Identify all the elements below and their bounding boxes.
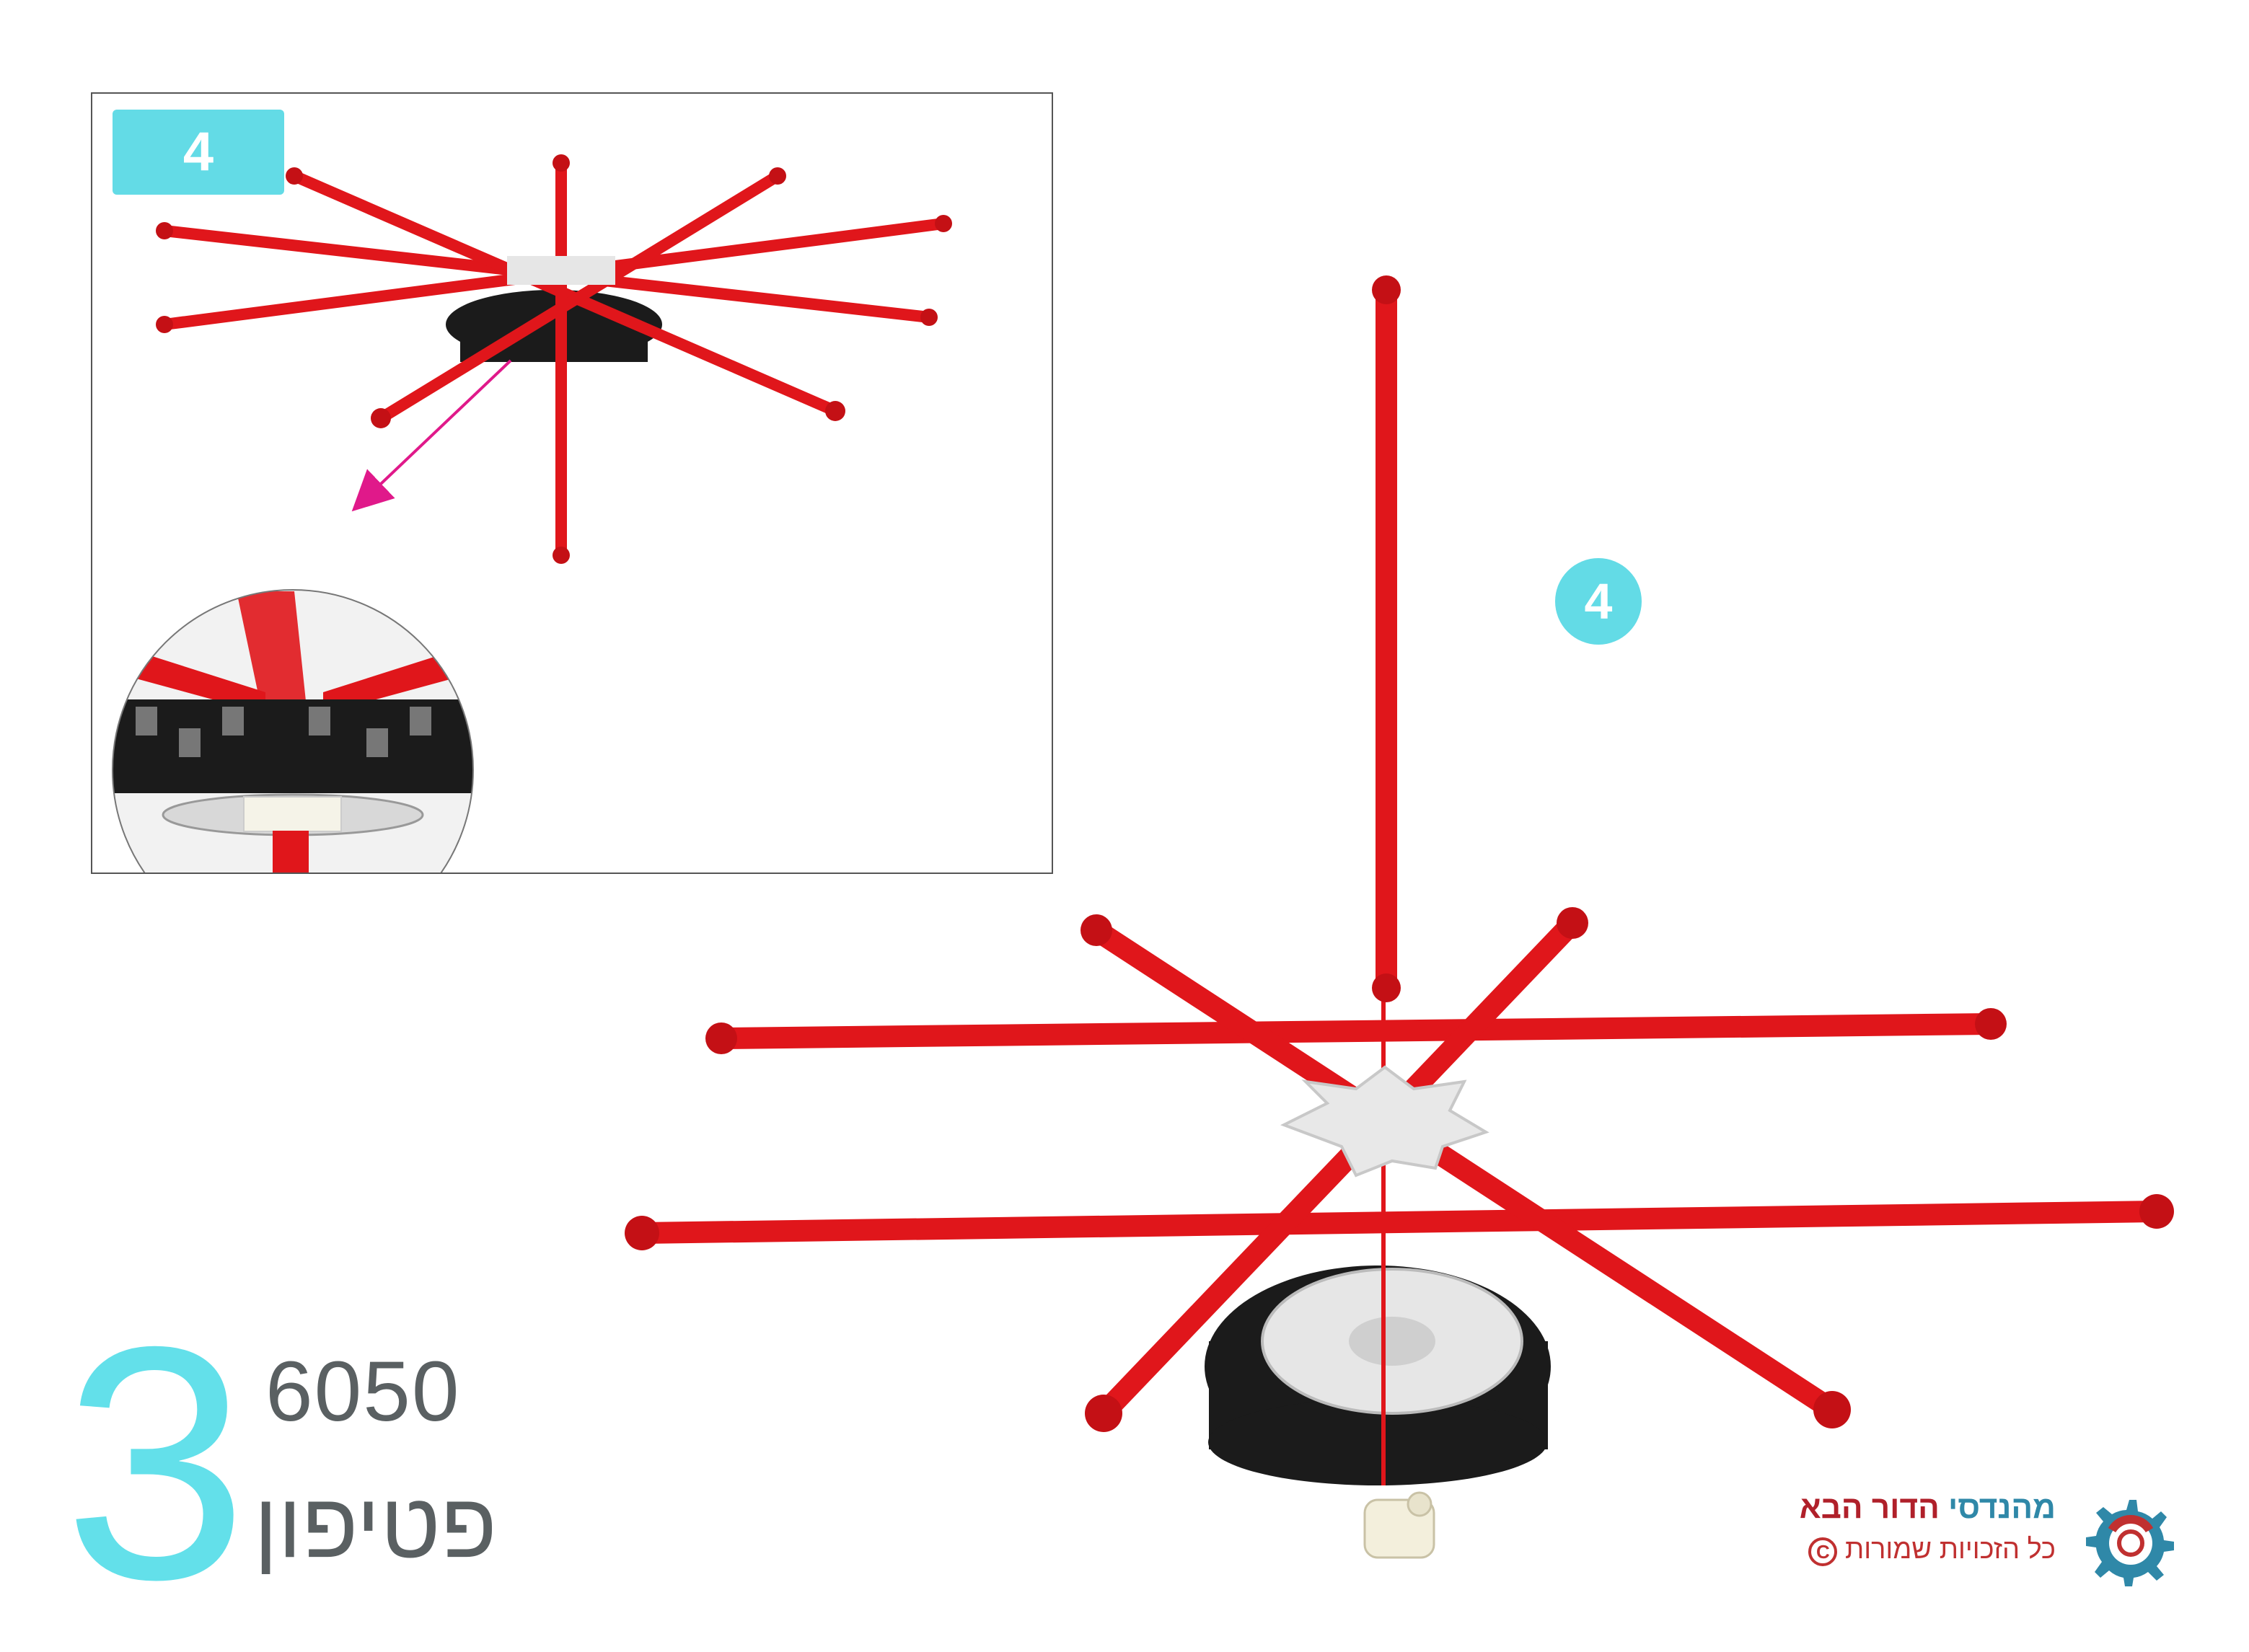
magnified-detail (113, 590, 473, 873)
main-step-badge: 4 (1555, 558, 1642, 645)
rights-text: כל הזכויות שמורות (1845, 1534, 2056, 1565)
magnify-arrow-icon (351, 359, 512, 512)
inset-hub (507, 256, 615, 285)
copyright-icon: C (1808, 1537, 1838, 1566)
inset-panel: 4 (91, 92, 1053, 874)
brand-rest: הדור הבא (1799, 1490, 1940, 1525)
part-name: פטיפון (254, 1474, 497, 1577)
foot-piece (1363, 1491, 1435, 1559)
gear-logo-icon (2086, 1500, 2174, 1586)
step-number: 3 (63, 1278, 248, 1648)
wheel (1205, 1265, 1551, 1485)
part-code: 6050 (265, 1344, 461, 1439)
inset-step-badge: 4 (113, 110, 284, 195)
brand-title: מהנדסי הדור הבא (1800, 1490, 2056, 1526)
brand-block: מהנדסי הדור הבא כל הזכויות שמורות C (1800, 1490, 2056, 1566)
brand-accent: מהנדסי (1948, 1490, 2056, 1525)
inset-illustration (112, 154, 952, 873)
rods (631, 279, 2167, 1424)
star-hub (1280, 1065, 1489, 1178)
rights-line: כל הזכויות שמורות C (1800, 1534, 2056, 1566)
